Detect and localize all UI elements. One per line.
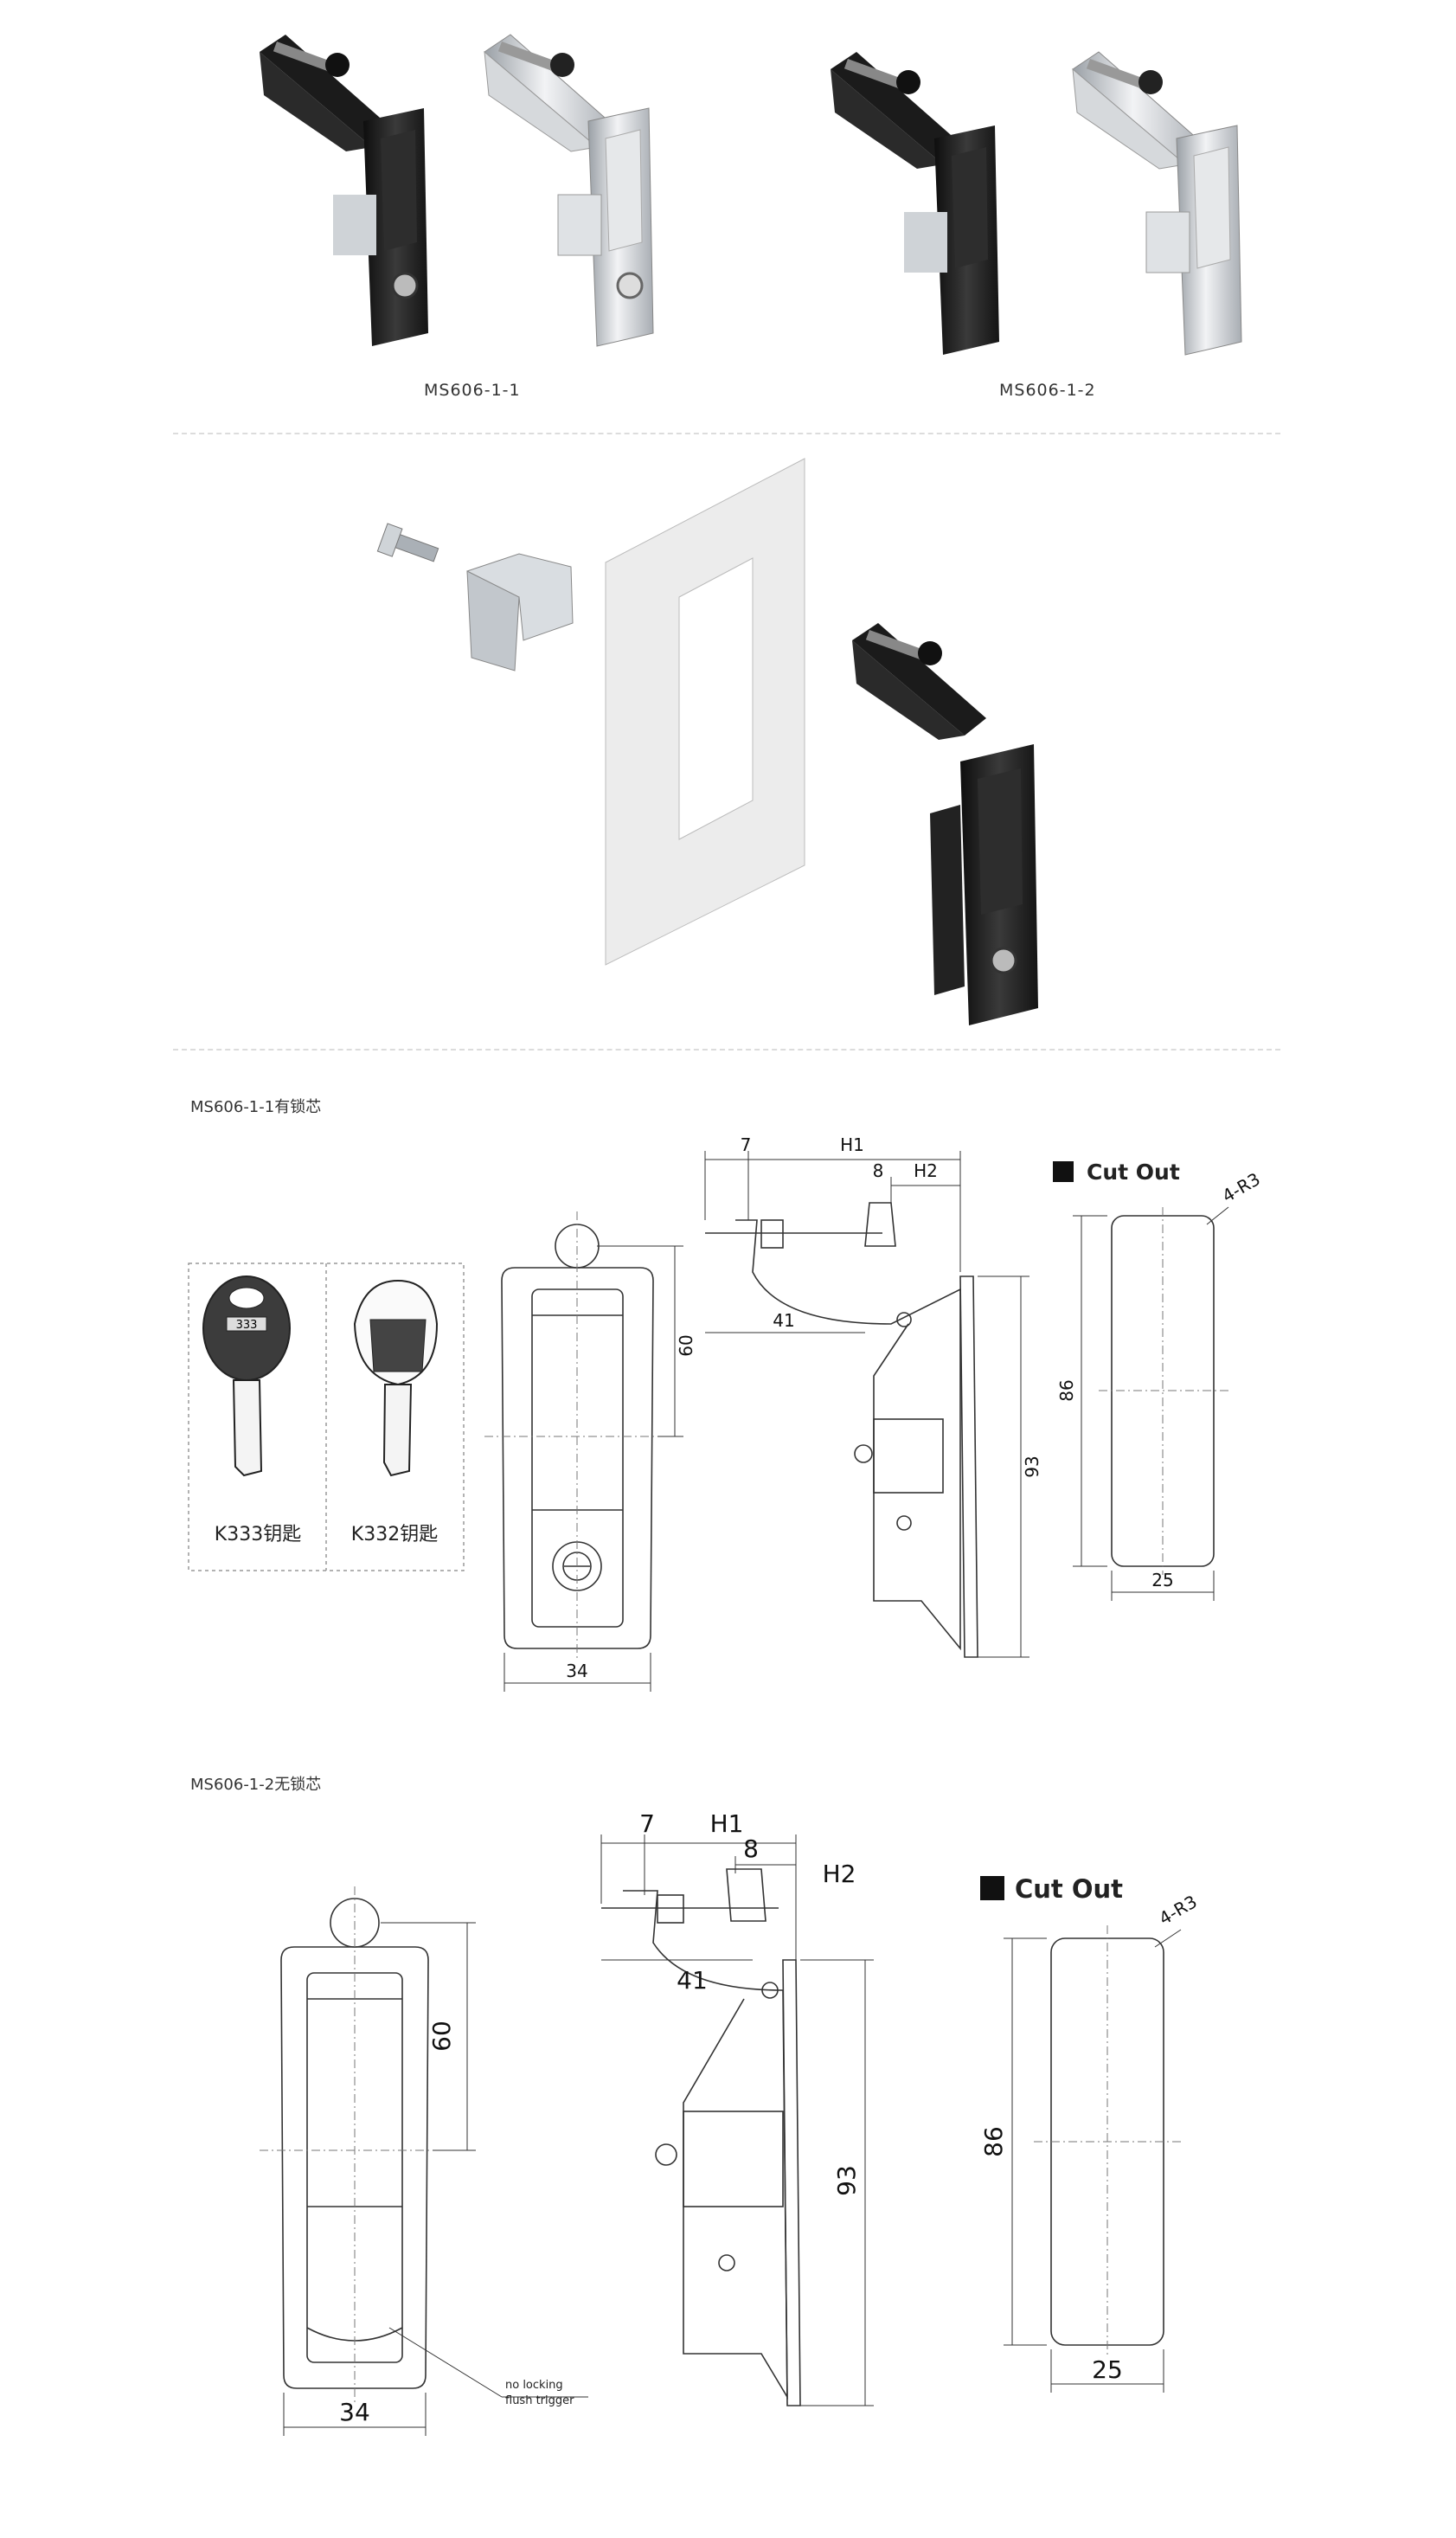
dim-h2-b: H2: [823, 1860, 856, 1888]
dim-86-a: 86: [1056, 1379, 1077, 1401]
cutout-title-2: Cut Out: [1015, 1874, 1123, 1904]
divider-top: [173, 433, 1280, 434]
screw-part: [376, 523, 439, 562]
dim-7-a: 7: [741, 1134, 752, 1155]
side-view-2: [600, 1834, 874, 2406]
exploded-assembly-view: [376, 458, 1038, 1025]
drawing-2-label: MS606-1-2无锁芯: [190, 1776, 322, 1794]
dim-8-a: 8: [873, 1160, 884, 1181]
dim-93-a: 93: [1022, 1455, 1042, 1477]
key-label-1: K333钥匙: [215, 1524, 301, 1545]
cutout-marker-1: [1053, 1161, 1074, 1182]
latch-black-key: [260, 35, 428, 346]
svg-text:333: 333: [236, 1319, 258, 1332]
dim-h2-a: H2: [914, 1160, 938, 1181]
dim-25-a: 25: [1151, 1570, 1173, 1590]
dim-60-a: 60: [676, 1334, 696, 1356]
front-view-1: [484, 1211, 683, 1692]
key-k332: [353, 1279, 439, 1477]
dim-25-b: 25: [1092, 2355, 1123, 2384]
cutout-title-1: Cut Out: [1087, 1160, 1180, 1185]
dim-r3-b: 4-R3: [1156, 1891, 1201, 1929]
drawing-1: 333 K333钥匙 K332钥匙 60 34: [188, 1134, 1264, 1692]
product-photos: [260, 34, 1242, 356]
latch-assembly-part: [852, 623, 1038, 1025]
cutout-2: [1004, 1925, 1182, 2393]
note-line-1: no locking: [505, 2379, 563, 2392]
key-label-2: K332钥匙: [351, 1524, 438, 1545]
dim-h1-b: H1: [710, 1809, 744, 1838]
drawing-1-label: MS606-1-1有锁芯: [190, 1098, 322, 1116]
dim-h1-a: H1: [840, 1134, 864, 1155]
note-line-2: flush trigger: [505, 2394, 574, 2407]
product-caption-2: MS606-1-2: [999, 381, 1096, 400]
cutout-marker-2: [980, 1876, 1004, 1900]
side-view-1: [704, 1151, 1029, 1658]
dim-86-b: 86: [979, 2126, 1008, 2157]
bracket-part: [466, 553, 574, 671]
front-view-2: [260, 1886, 588, 2436]
dim-60-b: 60: [427, 2021, 456, 2052]
dim-34-a: 34: [566, 1661, 587, 1681]
divider-middle: [173, 1049, 1280, 1051]
panel-part: [605, 458, 805, 966]
dim-8-b: 8: [743, 1834, 759, 1863]
cutout-1: [1073, 1206, 1229, 1601]
dim-7-b: 7: [639, 1809, 655, 1838]
dim-41-b: 41: [677, 1966, 708, 1995]
latch-chrome-key: [484, 34, 654, 347]
key-k333: 333: [202, 1275, 291, 1477]
dim-34-b: 34: [339, 2398, 370, 2426]
dim-93-b: 93: [832, 2165, 861, 2196]
latch-black-trigger: [831, 52, 999, 355]
product-caption-1: MS606-1-1: [424, 381, 521, 400]
dim-41-a: 41: [773, 1310, 794, 1331]
latch-chrome-trigger: [1072, 51, 1242, 356]
